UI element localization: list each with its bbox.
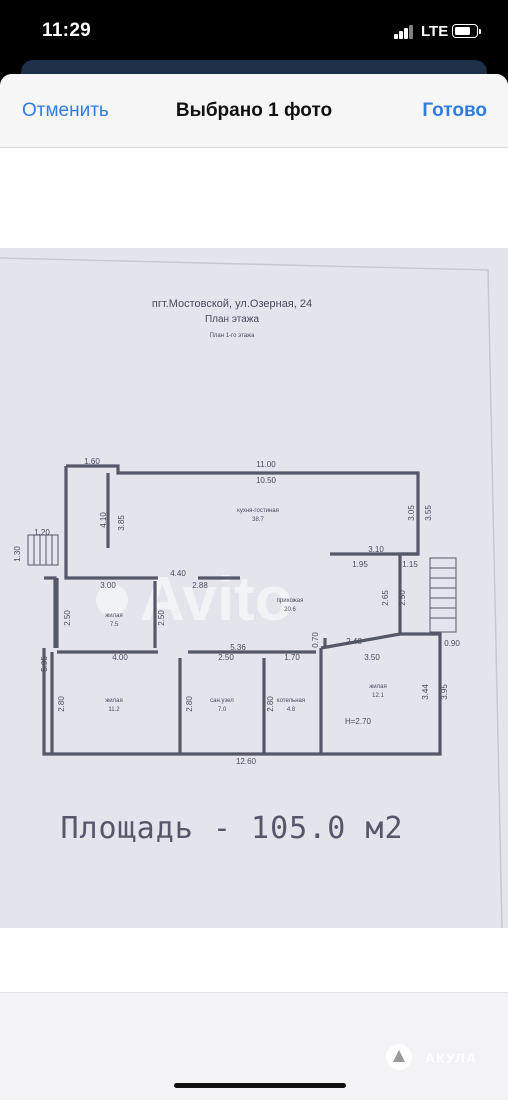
dimension: 3.85	[117, 515, 126, 531]
dimension: 0.70	[311, 632, 320, 648]
dimension: 3.44	[421, 684, 430, 700]
dimension: 1.60	[84, 457, 100, 466]
thumbnail-strip	[0, 992, 508, 1100]
room-name: жилая	[105, 698, 122, 704]
dimension: 5.36	[230, 643, 246, 652]
dimension: 11.00	[256, 460, 276, 469]
room-name: сан.узел	[210, 698, 234, 704]
dimension: 2.50	[63, 610, 72, 626]
done-button[interactable]: Готово	[422, 100, 487, 121]
akula-watermark: АКУЛА	[425, 1050, 478, 1066]
dimension: 4.40	[170, 569, 186, 578]
dimension: 3.05	[407, 505, 416, 521]
dimension: 1.95	[352, 560, 368, 569]
dimension: 2.80	[185, 696, 194, 712]
room-area: 7.0	[218, 707, 227, 713]
room-name: прихожая	[277, 598, 304, 604]
dimension: 2.80	[266, 696, 275, 712]
dimension: 1.20	[34, 528, 50, 537]
navigation-bar: Отменить Выбрано 1 фото Готово	[0, 74, 508, 148]
dimension: 0.90	[444, 639, 460, 648]
dimension: 2.48	[346, 637, 362, 646]
room-name: котельная	[277, 698, 305, 704]
room-name: кухня-гостиная	[237, 508, 279, 514]
avito-logo-icon	[96, 584, 128, 616]
akula-logo-icon	[386, 1044, 412, 1070]
room-name: жилая	[369, 684, 386, 690]
room-area: 4.8	[287, 707, 296, 713]
porch-steps	[27, 534, 457, 633]
dimension: 4.10	[99, 512, 108, 528]
status-bar: 11:29 LTE	[0, 0, 508, 62]
room-area: 38.7	[252, 517, 264, 523]
cancel-button[interactable]: Отменить	[22, 100, 109, 121]
dimension: 2.50	[398, 590, 407, 606]
plan-address: пгт.Мостовской, ул.Озерная, 24	[152, 298, 312, 310]
dimension: 3.10	[368, 545, 384, 554]
floor-plan-drawing: Avito пгт.Мостовской, ул.Озерная, 24 Пла…	[0, 257, 503, 928]
dimension: 2.50	[157, 610, 166, 626]
battery-icon	[452, 24, 481, 38]
ceiling-height: H=2.70	[345, 717, 372, 726]
dimension: 1.70	[284, 653, 300, 662]
dimension: 3.50	[364, 653, 380, 662]
room-area: 12.1	[372, 693, 384, 699]
dimension: 3.55	[424, 505, 433, 521]
dimension: 2.88	[192, 581, 208, 590]
dimension: 2.65	[381, 590, 390, 606]
total-area: Площадь - 105.0 м2	[60, 811, 403, 846]
signal-icon	[394, 25, 414, 39]
dimension: 3.00	[100, 581, 116, 590]
dimension: 1.15	[402, 560, 418, 569]
selection-title: Выбрано 1 фото	[175, 100, 333, 121]
plan-walls	[42, 464, 442, 756]
dimension: 10.50	[256, 476, 277, 485]
plan-sub-subtitle: План 1-го этажа	[210, 333, 255, 339]
dimension: 1.30	[13, 546, 22, 562]
room-area: 20.6	[284, 607, 296, 613]
photo-picker-sheet: Отменить Выбрано 1 фото Готово Avito пгт…	[0, 74, 508, 1100]
room-area: 11.2	[108, 707, 120, 713]
status-time: 11:29	[42, 20, 92, 41]
dimension: 4.00	[112, 653, 128, 662]
dimension: 3.95	[440, 684, 449, 700]
home-indicator[interactable]	[174, 1083, 346, 1088]
dimension: 12.60	[236, 757, 257, 766]
dimension: 2.80	[57, 696, 66, 712]
selected-photo-floor-plan[interactable]: Avito пгт.Мостовской, ул.Озерная, 24 Пла…	[0, 248, 508, 928]
plan-subtitle: План этажа	[205, 314, 259, 325]
dimension: 2.50	[218, 653, 234, 662]
network-label: LTE	[421, 23, 449, 40]
room-name: жилая	[105, 613, 122, 619]
dimension: 5.95	[40, 656, 49, 672]
room-area: 7.5	[110, 622, 119, 628]
